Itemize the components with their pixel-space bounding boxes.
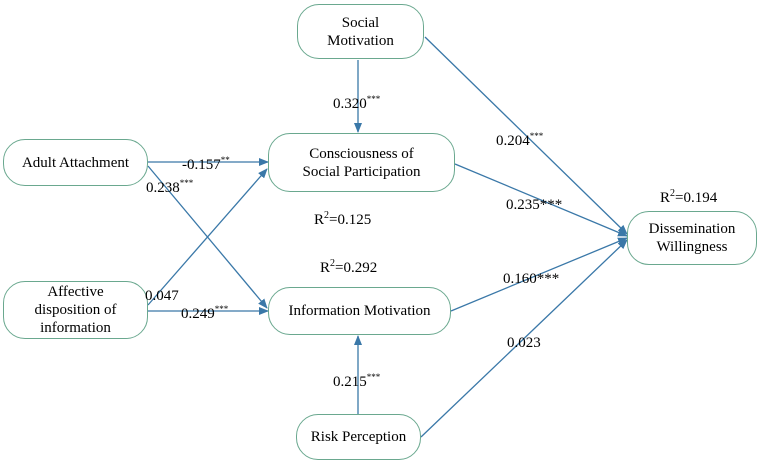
- coef-csp-to-dw: 0.235***: [506, 197, 563, 213]
- node-social-motivation: Social Motivation: [297, 4, 424, 59]
- r-squared-im: R2=0.292: [320, 258, 378, 276]
- node-consciousness-social-participation: Consciousness of Social Participation: [268, 133, 455, 192]
- coef-aa-to-csp: -0.157**: [182, 155, 230, 173]
- node-label: Consciousness of Social Participation: [302, 145, 421, 180]
- node-risk-perception: Risk Perception: [296, 414, 421, 460]
- coef-sm-to-csp: 0.320***: [333, 94, 381, 112]
- r-squared-csp: R2=0.125: [314, 210, 372, 228]
- node-label: Dissemination Willingness: [648, 221, 736, 255]
- node-label: Adult Attachment: [21, 154, 130, 171]
- node-label: Risk Perception: [310, 429, 407, 445]
- coef-sm-to-dw: 0.204***: [496, 131, 544, 149]
- arrow-rp-to-dw: [420, 239, 628, 438]
- coef-aa-to-im: 0.238***: [146, 178, 194, 196]
- coef-ad-to-im: 0.249***: [181, 304, 229, 322]
- coef-ad-to-csp: 0.047: [145, 288, 179, 304]
- coef-rp-to-dw: 0.023: [507, 335, 541, 351]
- r-squared-dw: R2=0.194: [660, 188, 718, 206]
- coef-rp-to-im: 0.215***: [333, 372, 381, 390]
- arrow-sm-to-dw: [424, 36, 628, 235]
- node-label: Affective disposition of information: [34, 284, 117, 336]
- node-adult-attachment: Adult Attachment: [3, 139, 148, 186]
- node-affective-disposition: Affective disposition of information: [3, 281, 148, 339]
- arrow-ad-to-csp: [147, 168, 268, 306]
- node-label: Social Motivation: [327, 14, 394, 49]
- node-information-motivation: Information Motivation: [268, 287, 451, 335]
- arrow-csp-to-dw: [454, 163, 628, 237]
- node-dissemination-willingness: Dissemination Willingness: [627, 211, 757, 265]
- coef-im-to-dw: 0.160***: [503, 271, 560, 287]
- arrow-im-to-dw: [450, 237, 628, 312]
- node-label: Information Motivation: [288, 303, 431, 319]
